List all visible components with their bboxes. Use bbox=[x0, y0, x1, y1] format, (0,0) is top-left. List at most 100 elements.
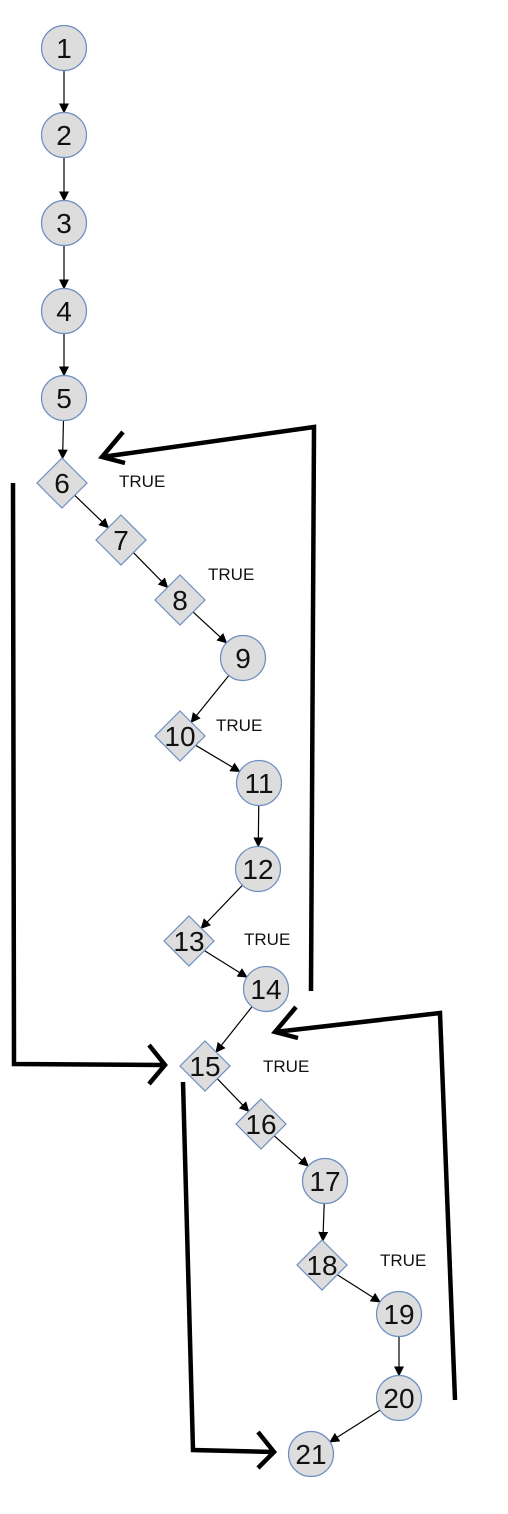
edge-7-8 bbox=[132, 552, 169, 589]
node-diamond bbox=[95, 514, 147, 566]
node-label: 8 bbox=[172, 585, 188, 616]
node-14: 14 bbox=[242, 965, 290, 1013]
node-2: 2 bbox=[40, 111, 88, 159]
node-label: 16 bbox=[245, 1109, 276, 1140]
loop-edges-layer bbox=[10, 424, 458, 1470]
node-circle bbox=[375, 1374, 423, 1422]
node-label: 14 bbox=[250, 974, 281, 1005]
edges-layer bbox=[57, 70, 404, 1443]
loop-edge-line bbox=[180, 1081, 275, 1455]
edge-14-15 bbox=[215, 1006, 253, 1053]
node-circle bbox=[40, 111, 88, 159]
node-20: 20 bbox=[375, 1374, 423, 1422]
loop-edge-arrowhead bbox=[97, 430, 126, 466]
edge-label-6-7: TRUE bbox=[119, 472, 165, 491]
node-label: 15 bbox=[189, 1051, 220, 1082]
node-16: 16 bbox=[235, 1098, 287, 1150]
edge-20-21 bbox=[329, 1409, 381, 1443]
node-17: 17 bbox=[301, 1157, 349, 1205]
node-1: 1 bbox=[40, 24, 88, 72]
edge-10-11 bbox=[195, 744, 241, 773]
edge-labels-layer: TRUE TRUE TRUE TRUE TRUE TRUE bbox=[119, 472, 426, 1270]
node-11: 11 bbox=[235, 759, 283, 807]
edge-17-18 bbox=[318, 1203, 329, 1242]
node-4: 4 bbox=[40, 287, 88, 335]
node-label: 20 bbox=[383, 1383, 414, 1414]
loop-edge-arrowhead bbox=[270, 1005, 299, 1041]
node-6: 6 bbox=[36, 457, 88, 509]
edge-15-16 bbox=[216, 1078, 250, 1113]
loop-edge-14-6 bbox=[97, 424, 317, 992]
node-circle bbox=[301, 1157, 349, 1205]
node-label: 21 bbox=[295, 1439, 326, 1470]
loop-edge-line bbox=[274, 1010, 458, 1401]
node-label: 11 bbox=[244, 768, 273, 799]
node-circle bbox=[375, 1290, 423, 1338]
edge-9-10 bbox=[190, 675, 230, 723]
edge-12-13 bbox=[200, 884, 243, 929]
node-label: 10 bbox=[164, 721, 195, 752]
edge-8-9 bbox=[192, 611, 228, 644]
node-circle bbox=[234, 845, 282, 893]
edge-16-17 bbox=[273, 1135, 309, 1167]
node-label: 9 bbox=[235, 643, 251, 674]
node-label: 7 bbox=[113, 525, 129, 556]
node-diamond bbox=[179, 1040, 231, 1092]
node-label: 4 bbox=[56, 296, 72, 327]
node-label: 19 bbox=[383, 1299, 414, 1330]
loop-edge-line bbox=[10, 482, 166, 1068]
node-13: 13 bbox=[163, 915, 215, 967]
node-circle bbox=[40, 287, 88, 335]
node-circle bbox=[40, 374, 88, 422]
node-diamond bbox=[235, 1098, 287, 1150]
node-label: 5 bbox=[56, 383, 72, 414]
loop-edge-line bbox=[101, 424, 317, 992]
loop-edge-15-21 bbox=[180, 1081, 278, 1470]
node-circle bbox=[287, 1430, 335, 1478]
edge-label-18-19: TRUE bbox=[380, 1251, 426, 1270]
node-12: 12 bbox=[234, 845, 282, 893]
node-9: 9 bbox=[219, 634, 267, 682]
node-10: 10 bbox=[154, 710, 206, 762]
loop-edge-arrowhead bbox=[256, 1430, 278, 1470]
node-label: 18 bbox=[306, 1250, 337, 1281]
node-diamond bbox=[296, 1239, 348, 1291]
edge-label-8-9: TRUE bbox=[208, 565, 254, 584]
node-label: 17 bbox=[309, 1166, 340, 1197]
node-15: 15 bbox=[179, 1040, 231, 1092]
loop-edge-arrowhead bbox=[147, 1043, 168, 1086]
edge-18-19 bbox=[336, 1274, 381, 1303]
node-circle bbox=[242, 965, 290, 1013]
edge-6-7 bbox=[74, 494, 110, 529]
node-diamond bbox=[36, 457, 88, 509]
loop-edge-6-15 bbox=[10, 482, 168, 1086]
edge-13-14 bbox=[204, 950, 248, 978]
node-21: 21 bbox=[287, 1430, 335, 1478]
node-circle bbox=[235, 759, 283, 807]
node-label: 1 bbox=[56, 33, 72, 64]
node-7: 7 bbox=[95, 514, 147, 566]
node-diamond bbox=[154, 710, 206, 762]
loop-edge-20-14 bbox=[270, 1005, 458, 1401]
node-18: 18 bbox=[296, 1239, 348, 1291]
edge-label-10-11: TRUE bbox=[216, 716, 262, 735]
node-label: 2 bbox=[56, 120, 72, 151]
node-circle bbox=[219, 634, 267, 682]
node-label: 13 bbox=[173, 926, 204, 957]
node-label: 3 bbox=[56, 208, 72, 239]
node-diamond bbox=[154, 574, 206, 626]
node-diamond bbox=[163, 915, 215, 967]
node-8: 8 bbox=[154, 574, 206, 626]
node-label: 6 bbox=[54, 468, 70, 499]
node-circle bbox=[40, 24, 88, 72]
node-circle bbox=[40, 199, 88, 247]
node-label: 12 bbox=[242, 854, 273, 885]
edge-label-15-16: TRUE bbox=[263, 1057, 309, 1076]
edge-label-13-14: TRUE bbox=[244, 930, 290, 949]
node-5: 5 bbox=[40, 374, 88, 422]
edge-5-6 bbox=[57, 420, 68, 460]
node-19: 19 bbox=[375, 1290, 423, 1338]
node-3: 3 bbox=[40, 199, 88, 247]
